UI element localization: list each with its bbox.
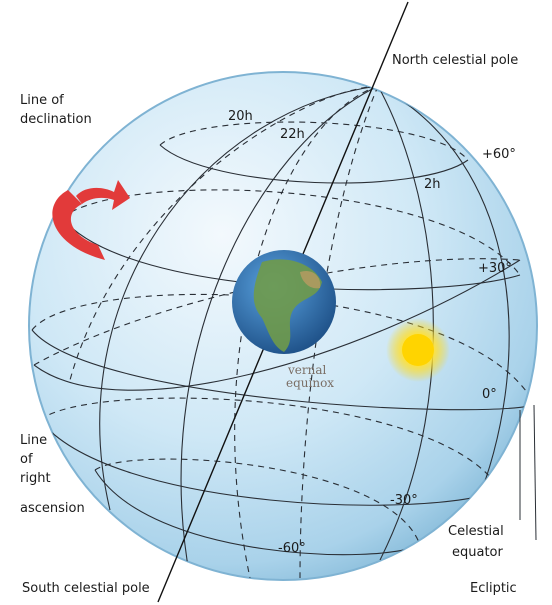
south-celestial-pole-label: South celestial pole — [22, 581, 150, 596]
line-of-ra-label-2: of — [20, 452, 33, 467]
celestial-equator-label-2: equator — [452, 545, 503, 560]
ra-2h-label: 2h — [424, 177, 441, 192]
ecliptic-label: Ecliptic — [470, 581, 517, 596]
line-of-ra-label-3: right — [20, 471, 51, 486]
declination-plus60-label: +60° — [482, 147, 516, 162]
line-of-declination-label-2: declination — [20, 112, 92, 127]
celestial-equator-leader — [533, 404, 537, 541]
right-ascension-lines — [69, 85, 510, 579]
line-of-ra-label-1: Line — [20, 433, 48, 448]
declination-minus30-circle — [39, 397, 501, 506]
line-of-declination-label-1: Line of — [20, 93, 64, 108]
declination-0-label: 0° — [482, 387, 497, 402]
north-celestial-pole-label: North celestial pole — [392, 53, 519, 68]
ecliptic-circle — [33, 258, 521, 391]
declination-plus30-label: +30° — [478, 261, 512, 276]
ra-22h-label: 22h — [280, 127, 305, 142]
declination-plus60-circle — [159, 121, 469, 184]
declination-minus30-label: -30° — [390, 493, 418, 508]
vernal-equinox-label-1: vernal — [288, 363, 327, 377]
rotation-arrow-icon — [52, 180, 130, 260]
line-of-ra-label-4: ascension — [20, 501, 85, 516]
earth-icon — [232, 250, 336, 354]
ra-20h-label: 20h — [228, 109, 253, 124]
declination-minus60-circle — [94, 458, 421, 556]
vernal-equinox-label-2: equinox — [286, 376, 335, 390]
celestial-equator-label-1: Celestial — [448, 524, 504, 539]
celestial-equator-circle — [31, 293, 536, 411]
sun-icon — [386, 318, 450, 382]
declination-minus60-label: -60° — [278, 541, 306, 556]
